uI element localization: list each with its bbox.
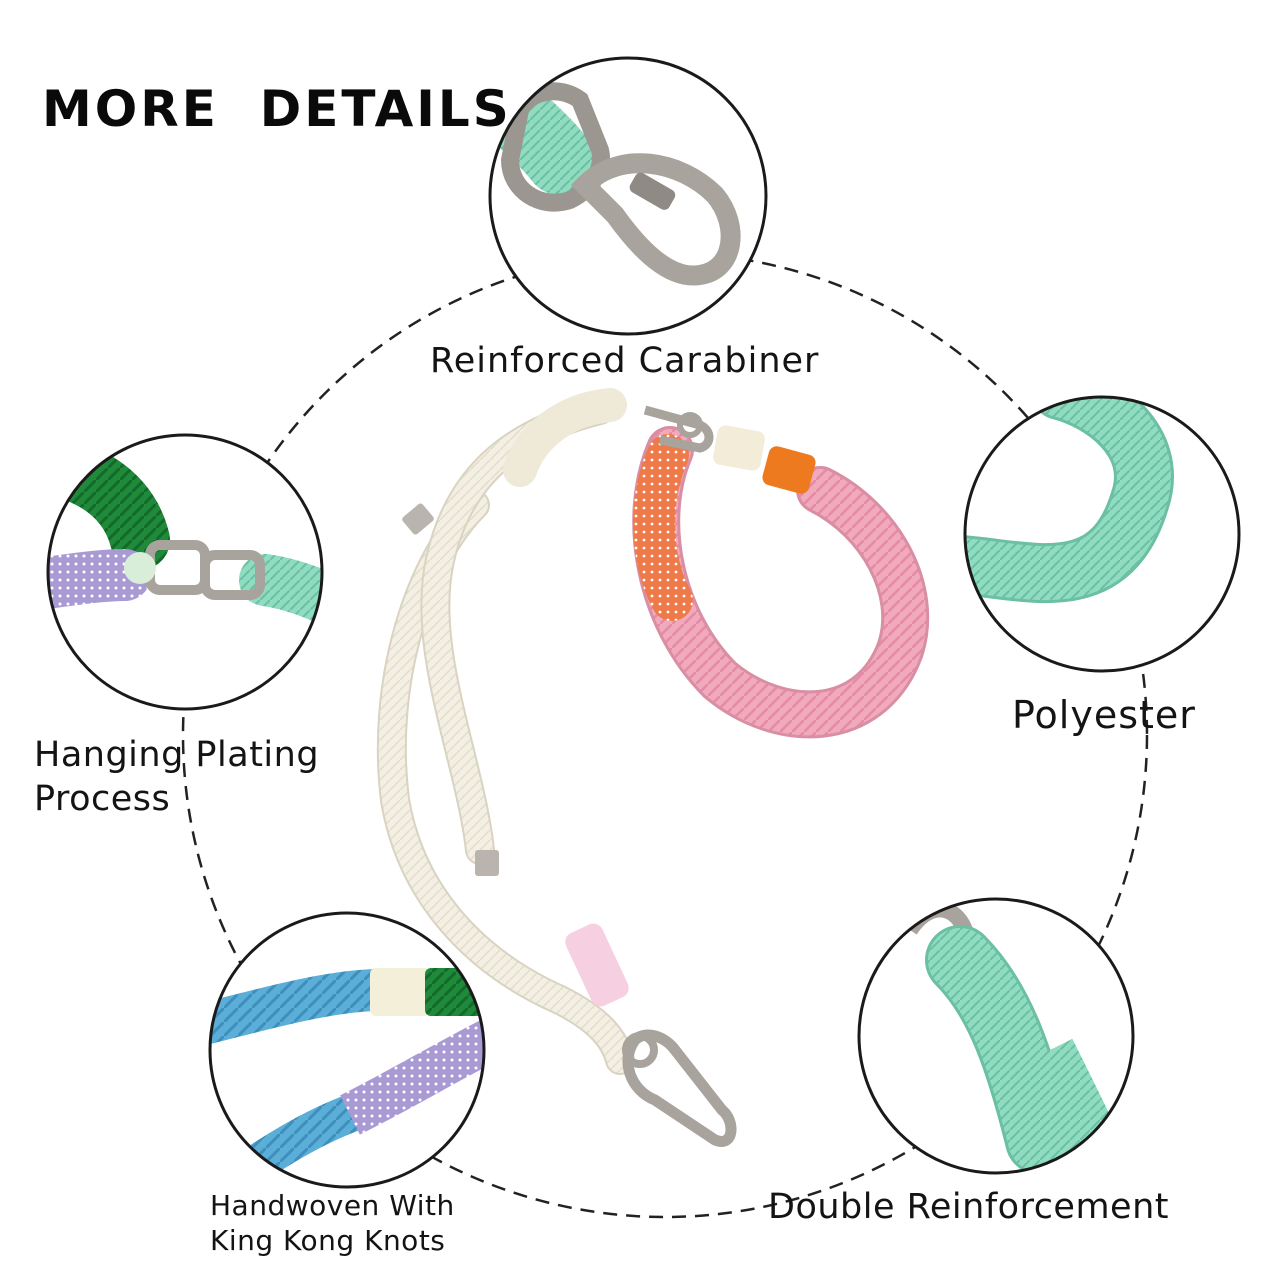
detail-circle-polyester bbox=[963, 395, 1241, 673]
leash-main-image bbox=[376, 388, 930, 1147]
label-reinforced-carabiner: Reinforced Carabiner bbox=[430, 341, 820, 381]
label-handwoven-line-2: King Kong Knots bbox=[210, 1224, 446, 1257]
detail-circle-handwoven bbox=[208, 911, 486, 1189]
detail-circle-plating bbox=[46, 433, 324, 711]
label-hanging-plating: Hanging Plating Process bbox=[34, 734, 364, 822]
detail-circle-carabiner bbox=[488, 56, 768, 336]
lower-carabiner bbox=[622, 1029, 737, 1147]
label-hanging-line-1: Hanging Plating bbox=[34, 735, 320, 775]
label-handwoven: Handwoven With King Kong Knots bbox=[210, 1188, 510, 1258]
detail-circle-double bbox=[857, 897, 1135, 1175]
top-carabiner bbox=[643, 405, 714, 453]
label-double-reinforcement: Double Reinforcement bbox=[768, 1187, 1169, 1227]
label-handwoven-line-1: Handwoven With bbox=[210, 1189, 455, 1222]
label-polyester: Polyester bbox=[1012, 693, 1196, 737]
page-title: MORE DETAILS bbox=[42, 80, 512, 138]
label-hanging-line-2: Process bbox=[34, 778, 171, 819]
dashed-ring bbox=[181, 251, 1149, 1219]
